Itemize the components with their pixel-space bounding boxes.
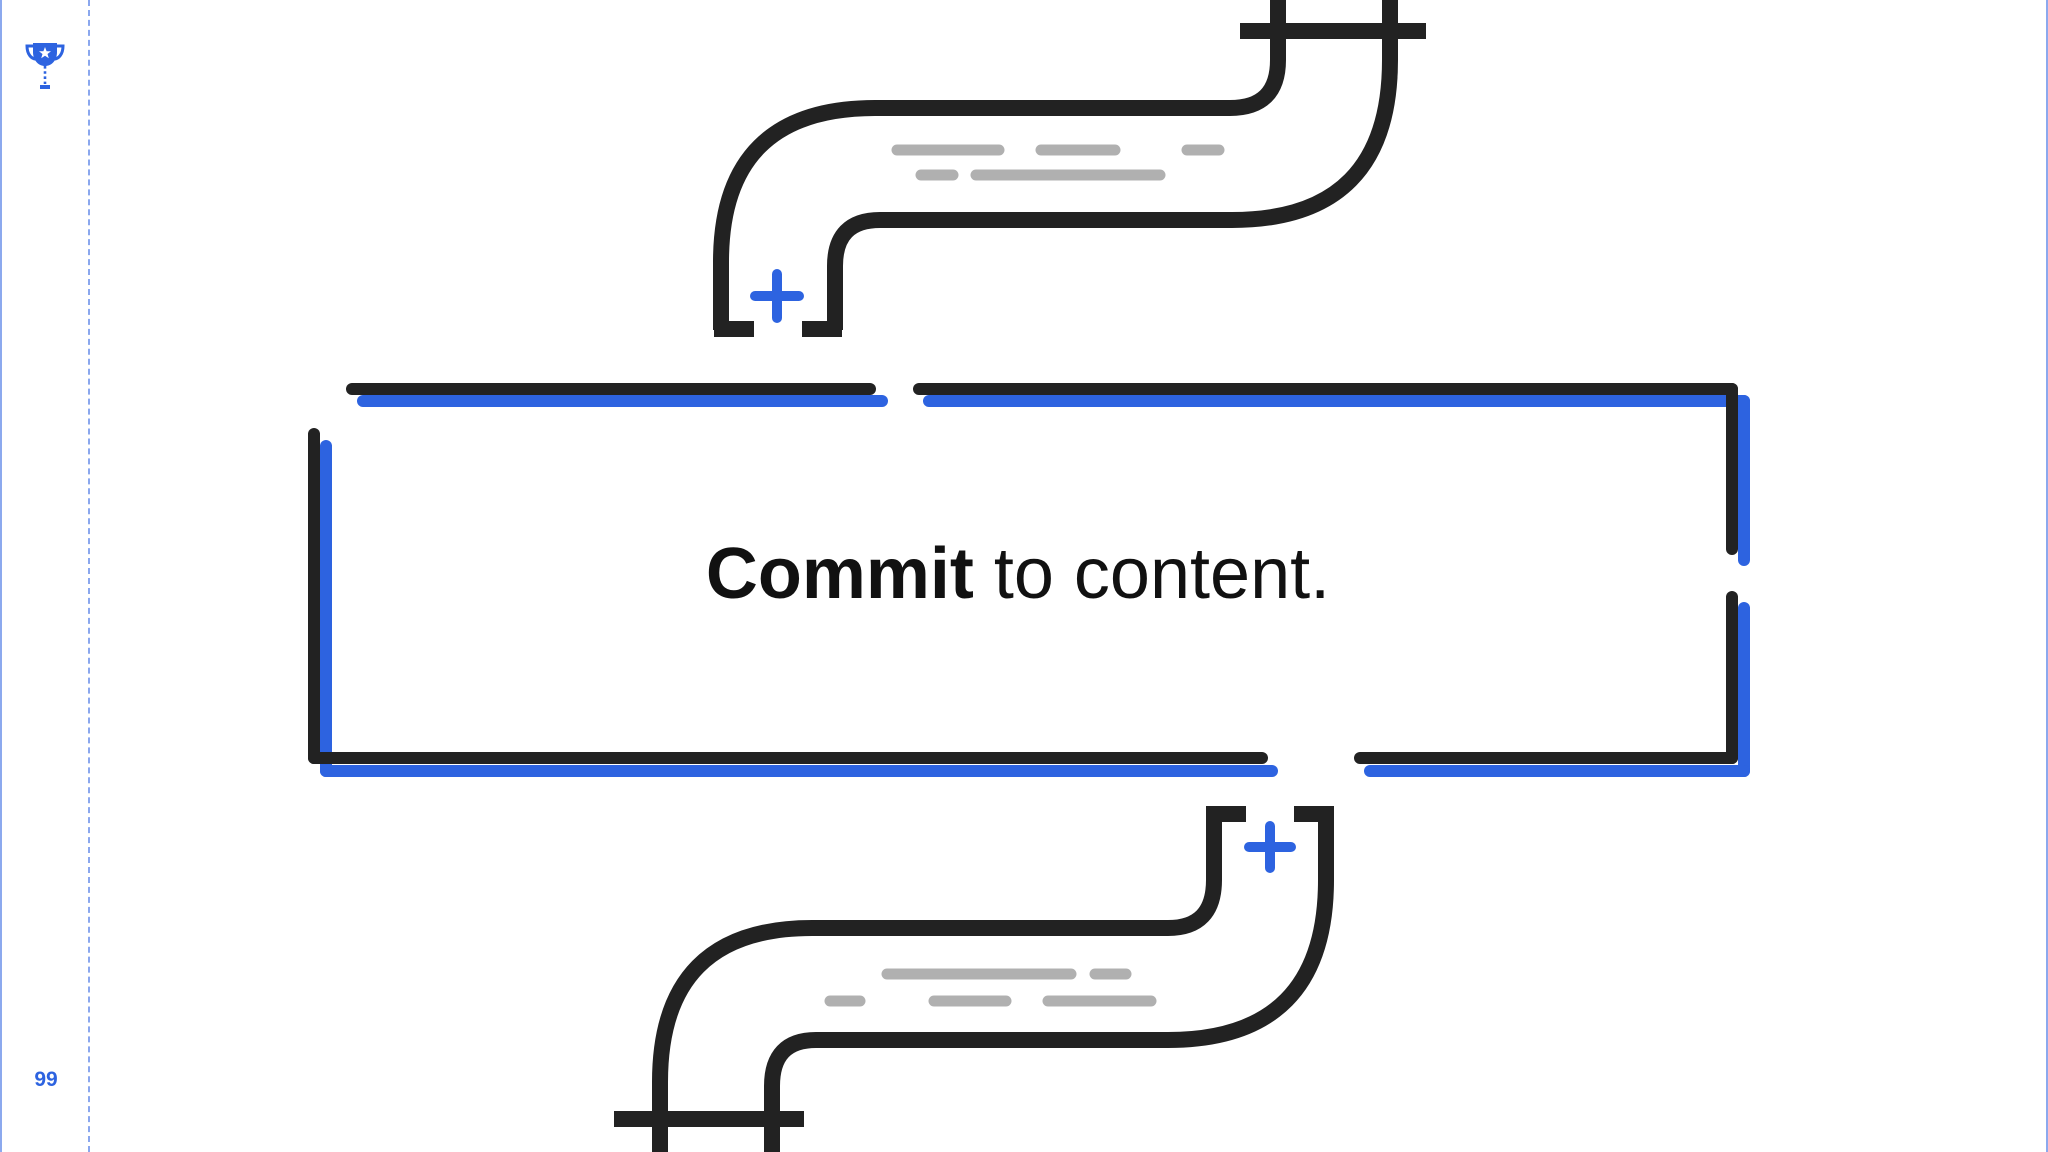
headline: Commit to content.	[318, 530, 1718, 618]
upper-pipe-text-lines	[891, 144, 1225, 181]
content-box-outline	[308, 383, 1738, 764]
frame-left-edge	[0, 0, 2, 1152]
page-number: 99	[34, 1068, 58, 1091]
plus-icon	[1244, 821, 1296, 873]
content-box-accent	[320, 395, 1750, 777]
headline-rest: to content.	[973, 534, 1331, 614]
trophy-icon	[25, 43, 65, 89]
side-rail-divider	[88, 0, 90, 1152]
headline-emphasis: Commit	[705, 534, 974, 614]
upper-pipe	[713, 0, 1426, 337]
plus-icon	[750, 269, 804, 323]
lower-pipe-text-lines	[824, 968, 1157, 1007]
frame-right-edge	[2046, 0, 2048, 1152]
lower-pipe	[614, 806, 1334, 1152]
